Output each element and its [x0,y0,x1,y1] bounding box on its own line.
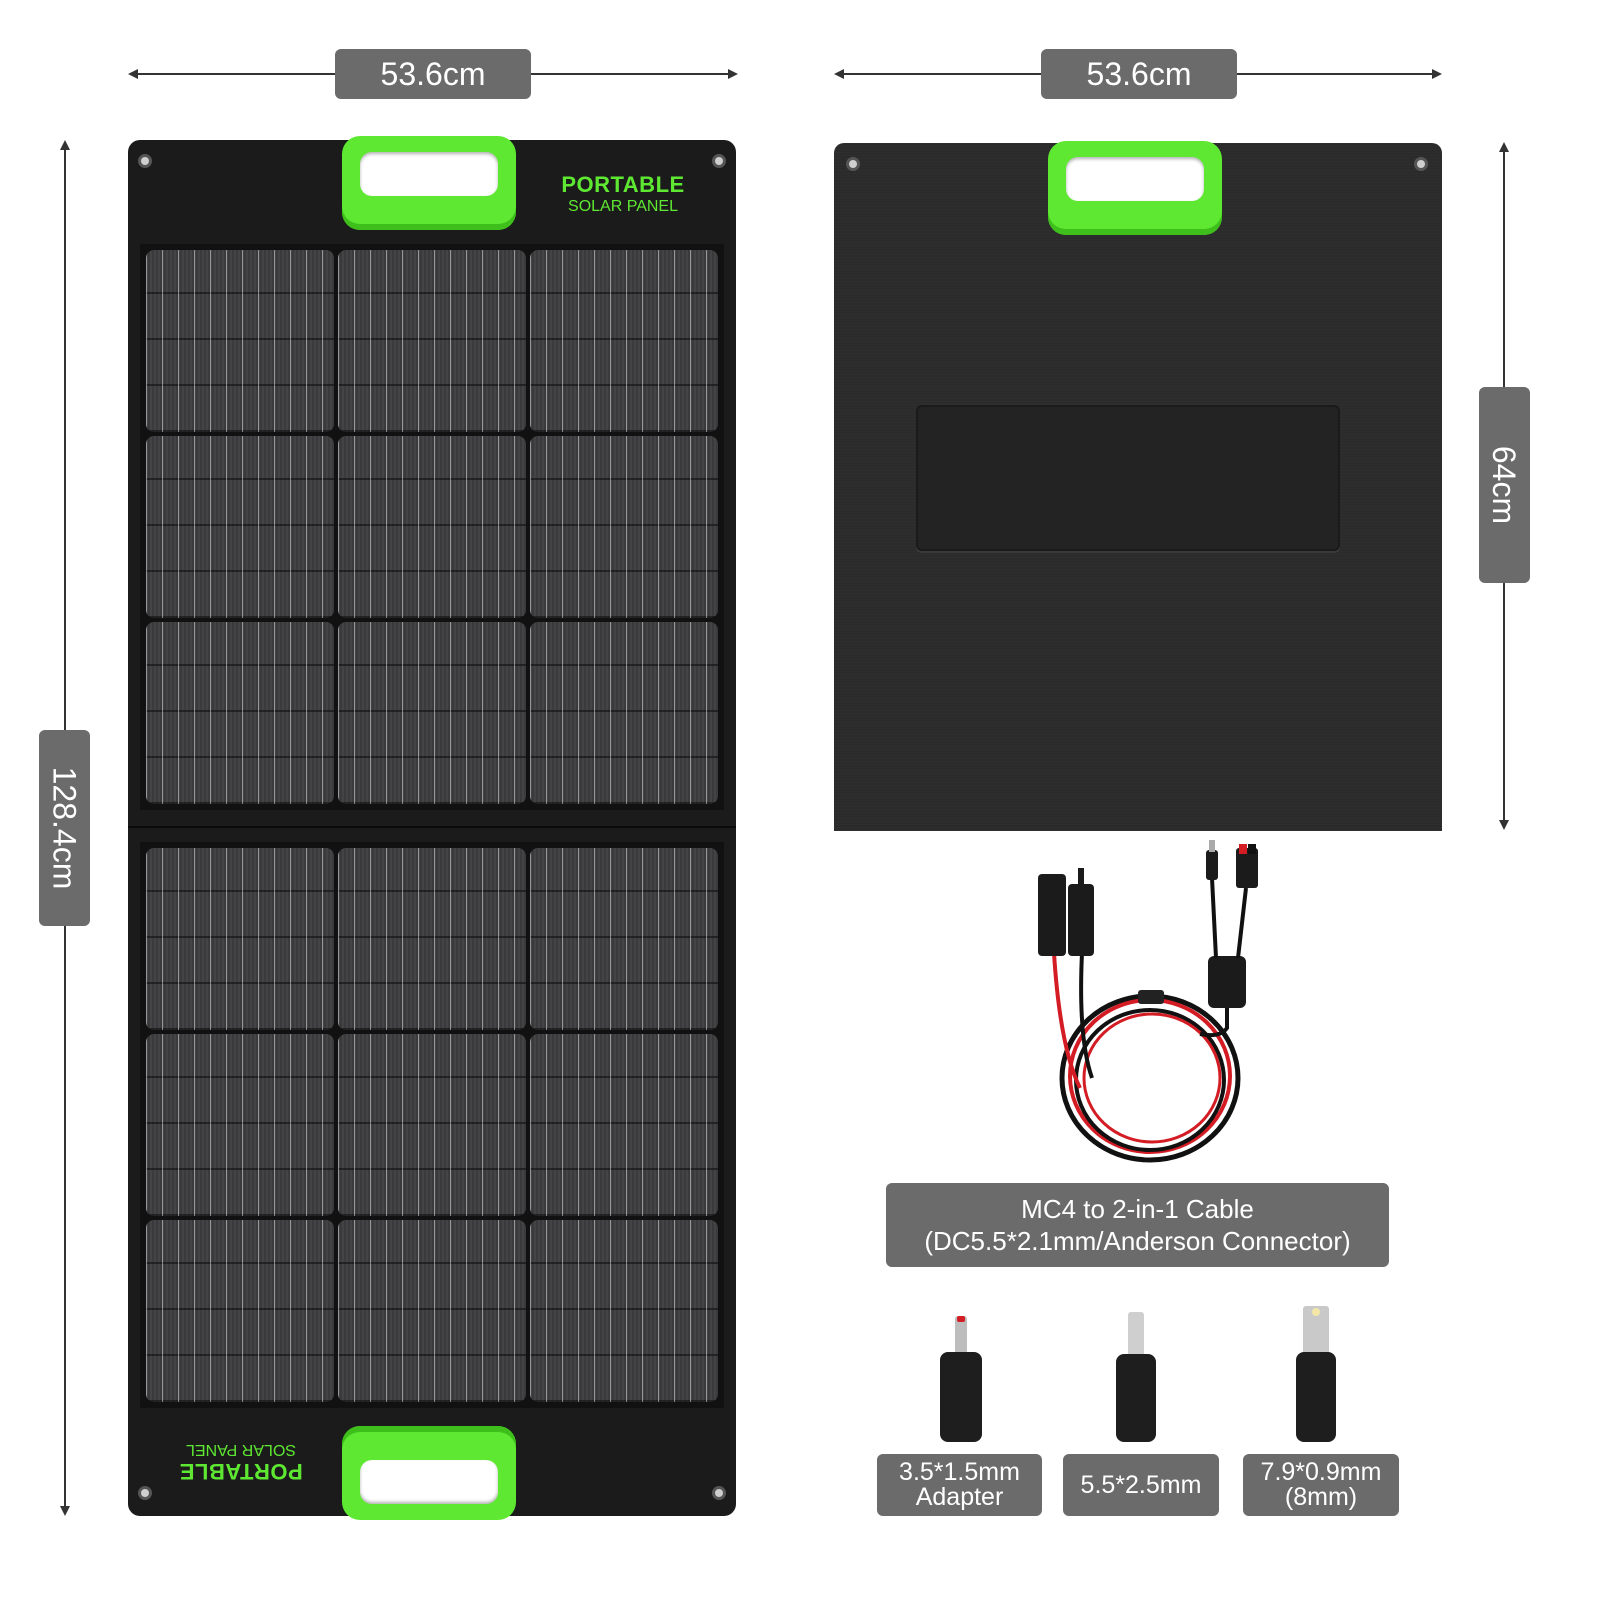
solar-cell [338,1034,526,1216]
solar-cell-array-lower [140,842,724,1408]
solar-cell [146,848,334,1030]
adapter-body [940,1352,982,1442]
adapter-2-line1: 5.5*2.5mm [1080,1470,1202,1499]
adapter-1-label: 3.5*1.5mm Adapter [877,1454,1042,1516]
brand-line2: SOLAR PANEL [186,1441,296,1458]
solar-cell [530,436,718,618]
solar-panel-front: PORTABLE SOLAR PANEL PORTABLE SOLAR PANE… [128,136,736,1520]
solar-cell [146,622,334,804]
adapter-body [1296,1352,1336,1442]
storage-pocket [916,405,1340,551]
grommet-icon [1414,157,1428,171]
arrow-left-icon [834,69,844,79]
solar-cell [530,848,718,1030]
adapter-3-line2: (8mm) [1284,1483,1358,1511]
handle-grip [360,1460,498,1504]
adapter-tip-pin [1312,1308,1320,1316]
adapter-1-line1: 3.5*1.5mm [899,1458,1020,1486]
brand-label-top: PORTABLE SOLAR PANEL [548,172,698,216]
arrow-down-icon [1499,820,1509,830]
cable-label-line1: MC4 to 2-in-1 Cable [1021,1193,1254,1224]
solar-cell [338,250,526,432]
solar-cell-array-upper [140,244,724,810]
brand-label-bottom: PORTABLE SOLAR PANEL [166,1440,316,1484]
front-height-pill: 128.4cm [39,730,90,926]
cable-label: MC4 to 2-in-1 Cable (DC5.5*2.1mm/Anderso… [886,1183,1389,1267]
arrow-right-icon [1432,69,1442,79]
handle-grip [360,152,498,196]
grommet-icon [712,1486,726,1500]
solar-cell [338,436,526,618]
adapter-tip [1128,1312,1144,1358]
adapter-1-line2: Adapter [915,1483,1004,1511]
solar-cell [338,1220,526,1402]
arrow-right-icon [728,69,738,79]
adapter-tip [955,1316,967,1356]
carry-handle-top[interactable] [342,136,516,230]
handle-grip [1066,157,1204,201]
brand-line1: PORTABLE [561,172,685,197]
grommet-icon [138,1486,152,1500]
mc4-cable-image [1038,840,1258,1163]
solar-cell [338,848,526,1030]
solar-cell [530,1034,718,1216]
carry-handle[interactable] [1048,141,1222,235]
back-width-label: 53.6cm [1041,49,1237,99]
front-width-label: 53.6cm [335,49,531,99]
arrow-up-icon [1499,142,1509,152]
carry-handle-bottom[interactable] [342,1426,516,1520]
solar-cell [530,622,718,804]
arrow-left-icon [128,69,138,79]
fold-seam [128,826,736,828]
back-height-label: 64cm [1486,445,1523,525]
adapter-3-label: 7.9*0.9mm (8mm) [1243,1454,1399,1516]
solar-cell [338,622,526,804]
adapter-tip-ring [957,1316,965,1322]
brand-line2: SOLAR PANEL [568,198,678,215]
brand-line1: PORTABLE [179,1459,303,1484]
adapter-3-line1: 7.9*0.9mm [1260,1458,1382,1486]
solar-cell [530,1220,718,1402]
solar-cell [146,250,334,432]
cable-label-line2: (DC5.5*2.1mm/Anderson Connector) [924,1226,1351,1256]
front-height-label: 128.4cm [46,766,83,890]
arrow-down-icon [60,1506,70,1516]
adapter-2-label: 5.5*2.5mm [1063,1454,1219,1516]
adapter-body [1116,1354,1156,1442]
grommet-icon [138,154,152,168]
solar-cell [146,1034,334,1216]
arrow-up-icon [60,140,70,150]
back-height-pill: 64cm [1479,387,1530,583]
solar-panel-back [834,141,1442,831]
grommet-icon [712,154,726,168]
solar-cell [146,1220,334,1402]
grommet-icon [846,157,860,171]
solar-cell [146,436,334,618]
solar-cell [530,250,718,432]
